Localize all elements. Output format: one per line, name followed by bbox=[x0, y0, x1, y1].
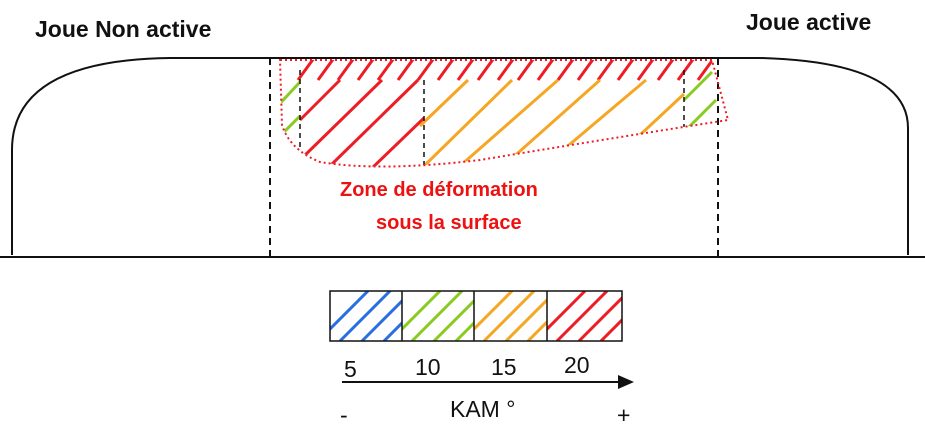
scale-value-20: 20 bbox=[564, 352, 590, 378]
scale-value-10: 10 bbox=[415, 354, 441, 380]
scale-box-1 bbox=[402, 291, 474, 341]
zone-inner-dividers bbox=[299, 70, 685, 167]
zone-annotation-line2: sous la surface bbox=[376, 212, 522, 234]
scale-box-2 bbox=[474, 291, 547, 341]
zone-hatch-green-left bbox=[280, 80, 302, 142]
kam-axis-max-label: + bbox=[617, 402, 631, 428]
deformation-zone bbox=[280, 60, 718, 167]
zone-boundary bbox=[278, 59, 730, 168]
scale-frame bbox=[329, 290, 623, 342]
kam-axis-min-label: - bbox=[340, 402, 348, 428]
kam-axis-arrowhead bbox=[618, 375, 634, 389]
zone-hatch-red-top bbox=[296, 60, 716, 81]
sample-outline bbox=[11, 57, 909, 255]
label-active-side: Joue active bbox=[746, 9, 872, 35]
scale-box-3 bbox=[547, 291, 622, 341]
zone-hatch-orange bbox=[418, 78, 686, 167]
scale-box-0 bbox=[330, 291, 402, 341]
zone-hatch-red-main bbox=[298, 78, 426, 167]
label-inactive-side: Joue Non active bbox=[35, 16, 212, 42]
zone-annotation-line1: Zone de déformation bbox=[340, 179, 538, 201]
kam-axis-title: KAM ° bbox=[450, 396, 516, 422]
scale-value-5: 5 bbox=[344, 356, 357, 382]
scale-value-15: 15 bbox=[491, 354, 517, 380]
